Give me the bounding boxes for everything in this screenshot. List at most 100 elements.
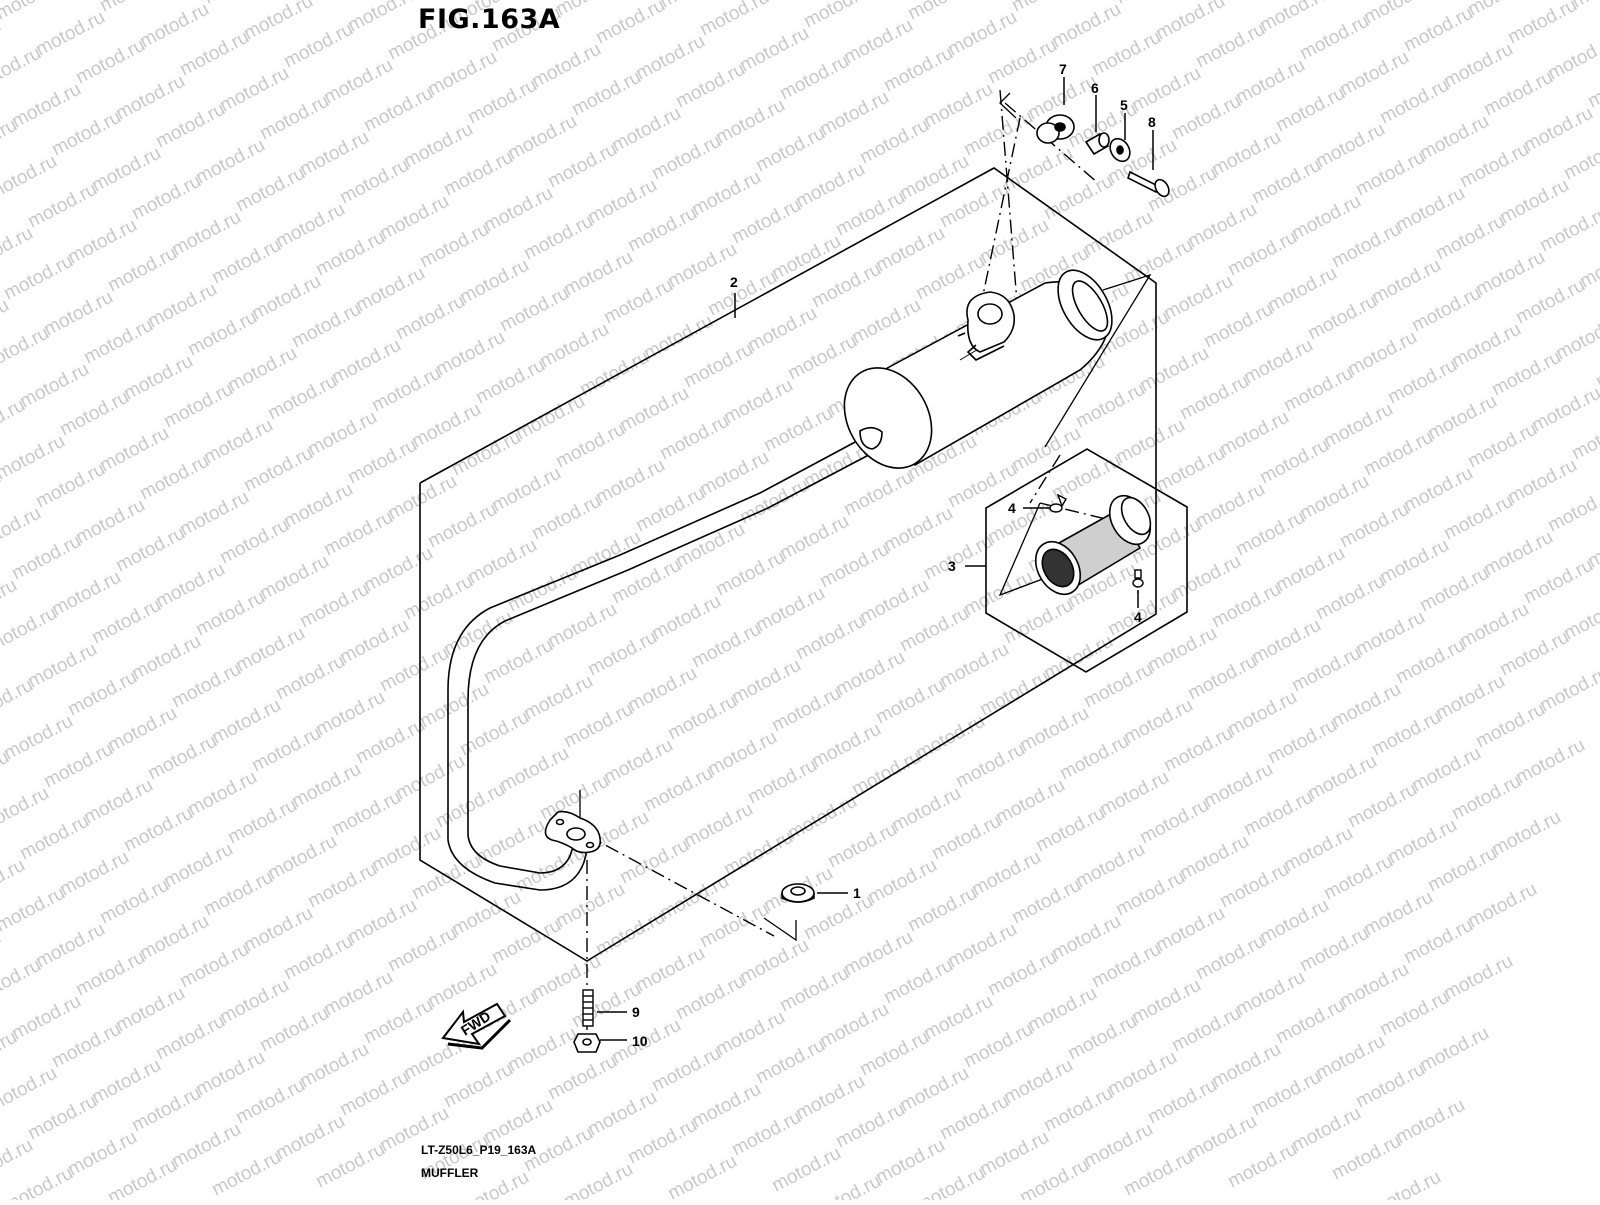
screw-4-lower: [1133, 570, 1143, 587]
watermark-text: motod.ru: [792, 1071, 868, 1125]
watermark-text: motod.ru: [1160, 723, 1236, 777]
watermark-text: motod.ru: [768, 683, 844, 737]
watermark-text: motod.ru: [1208, 1039, 1284, 1093]
watermark-text: motod.ru: [976, 667, 1052, 721]
watermark-text: motod.ru: [1224, 1139, 1300, 1193]
watermark-text: motod.ru: [1392, 635, 1468, 689]
stud-bolt-9: [583, 990, 593, 1026]
watermark-text: motod.ru: [840, 927, 916, 981]
callout-6: 6: [1091, 80, 1099, 96]
watermark-text: motod.ru: [1192, 479, 1268, 533]
watermark-text: motod.ru: [1088, 939, 1164, 993]
watermark-text: motod.ru: [856, 575, 932, 629]
watermark-text: motod.ru: [1144, 1075, 1220, 1129]
watermark-text: motod.ru: [664, 1151, 740, 1200]
watermark-text: motod.ru: [1216, 859, 1292, 913]
watermark-text: motod.ru: [240, 903, 316, 957]
watermark-text: motod.ru: [872, 223, 948, 277]
watermark-text: motod.ru: [728, 655, 804, 709]
watermark-text: motod.ru: [1392, 183, 1468, 237]
watermark-text: motod.ru: [1400, 3, 1476, 57]
watermark-text: motod.ru: [144, 279, 220, 333]
watermark-text: motod.ru: [1176, 831, 1252, 885]
watermark-text: motod.ru: [1472, 699, 1548, 753]
watermark-text: motod.ru: [832, 647, 908, 701]
watermark-text: motod.ru: [968, 847, 1044, 901]
watermark-text: motod.ru: [1056, 731, 1132, 785]
watermark-text: motod.ru: [1440, 39, 1516, 93]
watermark-text: motod.ru: [88, 143, 164, 197]
watermark-text: motod.ru: [1192, 19, 1268, 73]
watermark-text: motod.ru: [1256, 435, 1332, 489]
watermark-text: motod.ru: [328, 787, 404, 841]
watermark-text: motod.ru: [216, 975, 292, 1029]
watermark-text: motod.ru: [1264, 715, 1340, 769]
watermark-text: motod.ru: [1184, 1111, 1260, 1165]
drawing-name: MUFFLER: [421, 1166, 478, 1180]
watermark-text: motod.ru: [1256, 0, 1332, 36]
watermark-text: motod.ru: [360, 83, 436, 137]
watermark-text: motod.ru: [1504, 0, 1580, 48]
watermark-text: motod.ru: [1456, 599, 1532, 653]
watermark-text: motod.ru: [424, 499, 500, 553]
watermark-text: motod.ru: [1312, 1031, 1388, 1085]
watermark-text: motod.ru: [1424, 843, 1500, 897]
watermark-text: motod.ru: [936, 639, 1012, 693]
watermark-text: motod.ru: [352, 263, 428, 317]
watermark-text: motod.ru: [1544, 483, 1600, 537]
watermark-text: motod.ru: [1040, 171, 1116, 225]
watermark-text: motod.ru: [1568, 411, 1600, 465]
watermark-text: motod.ru: [1456, 139, 1532, 193]
watermark-text: motod.ru: [992, 775, 1068, 829]
watermark-text: motod.ru: [880, 955, 956, 1009]
watermark-text: motod.ru: [208, 1147, 284, 1200]
watermark-text: motod.ru: [1480, 527, 1556, 581]
watermark-text: motod.ru: [1512, 275, 1588, 329]
watermark-text: motod.ru: [632, 31, 708, 85]
watermark-text: motod.ru: [208, 235, 284, 289]
watermark-text: motod.ru: [1488, 807, 1564, 861]
watermark-text: motod.ru: [40, 739, 116, 793]
watermark-text: motod.ru: [384, 471, 460, 525]
watermark-text: motod.ru: [920, 991, 996, 1045]
watermark-text: motod.ru: [1000, 1055, 1076, 1109]
watermark-text: motod.ru: [1344, 779, 1420, 833]
watermark-text: motod.ru: [1280, 823, 1356, 877]
watermark-text: motod.ru: [256, 551, 332, 605]
watermark-text: motod.ru: [584, 1087, 660, 1141]
watermark-text: motod.ru: [40, 287, 116, 341]
callout-10: 10: [632, 1033, 648, 1049]
watermark-text: motod.ru: [328, 335, 404, 389]
watermark-text: motod.ru: [584, 175, 660, 229]
watermark-text: motod.ru: [1088, 27, 1164, 81]
watermark-text: motod.ru: [552, 879, 628, 933]
watermark-text: motod.ru: [1024, 983, 1100, 1037]
watermark-text: motod.ru: [536, 319, 612, 373]
watermark-text: motod.ru: [344, 895, 420, 949]
watermark-text: motod.ru: [120, 803, 196, 857]
watermark-text: motod.ru: [392, 291, 468, 345]
watermark-text: motod.ru: [192, 1047, 268, 1101]
watermark-text: motod.ru: [896, 603, 972, 657]
watermark-text: motod.ru: [1536, 203, 1600, 257]
watermark-text: motod.ru: [1000, 143, 1076, 197]
watermark-text: motod.ru: [1296, 11, 1372, 65]
watermark-text: motod.ru: [896, 151, 972, 205]
watermark-text: motod.ru: [1352, 607, 1428, 661]
watermark-text: motod.ru: [768, 231, 844, 285]
watermark-text: motod.ru: [8, 991, 84, 1045]
watermark-text: motod.ru: [200, 0, 276, 8]
watermark-text: motod.ru: [0, 883, 69, 937]
watermark-text: motod.ru: [1112, 867, 1188, 921]
watermark-text: motod.ru: [312, 227, 388, 281]
watermark-text: motod.ru: [160, 379, 236, 433]
watermark-text: motod.ru: [272, 1111, 348, 1165]
watermark-text: motod.ru: [232, 163, 308, 217]
watermark-text: motod.ru: [296, 127, 372, 181]
figure-title: FIG.163A: [418, 4, 560, 35]
watermark-text: motod.ru: [880, 503, 956, 557]
watermark-text: motod.ru: [336, 155, 412, 209]
watermark-text: motod.ru: [680, 799, 756, 853]
watermark-text: motod.ru: [920, 531, 996, 585]
watermark-text: motod.ru: [496, 743, 572, 797]
